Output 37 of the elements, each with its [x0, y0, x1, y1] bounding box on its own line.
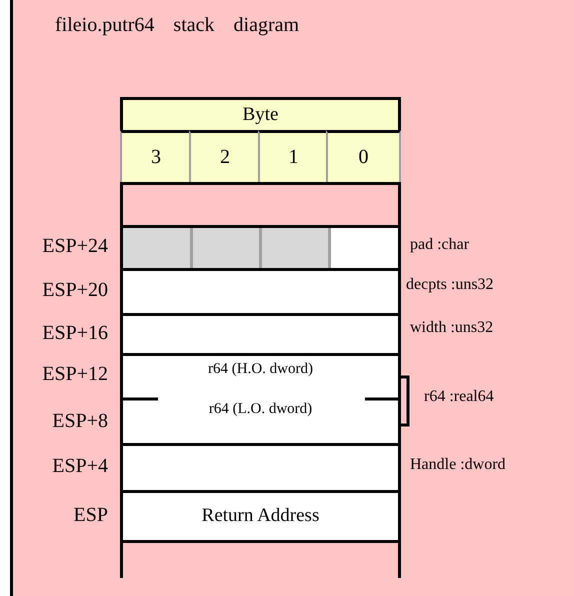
byte-number-header — [189, 130, 261, 185]
diagram-title: fileio.putr64 stack diagram — [55, 14, 300, 37]
offset-label: ESP+20 — [42, 279, 108, 302]
header-label: Byte — [242, 104, 280, 126]
parameter-label: decpts :uns32 — [406, 276, 494, 294]
byte-number: 1 — [288, 146, 300, 168]
offset-label: ESP+12 — [42, 363, 108, 386]
slot-label: r64 (H.O. dword) — [207, 361, 314, 378]
unused-byte-cell — [190, 228, 259, 268]
column-header — [120, 97, 401, 133]
stack-slot — [120, 353, 401, 446]
slot-label: Return Address — [200, 505, 320, 528]
byte-number: 2 — [219, 146, 231, 168]
stack-slot — [120, 490, 401, 543]
offset-label: ESP+24 — [42, 235, 108, 258]
slot-label: r64 (L.O. dword) — [208, 401, 314, 418]
stack-slot — [120, 225, 401, 271]
byte-number-header — [120, 130, 192, 185]
stack-slot — [120, 313, 401, 356]
parameter-label: pad :char — [410, 236, 470, 254]
parameter-label: r64 :real64 — [424, 388, 494, 406]
offset-label: ESP+16 — [42, 322, 108, 344]
byte-number-header — [326, 130, 401, 185]
offset-label: ESP — [74, 504, 108, 526]
unused-byte-cell — [123, 228, 190, 268]
parameter-label: width :uns32 — [410, 318, 494, 336]
stack-slot — [120, 182, 401, 228]
stack-slot — [120, 268, 401, 316]
offset-label: ESP+8 — [52, 410, 108, 433]
byte-number-header — [258, 130, 329, 185]
byte-number: 3 — [150, 146, 162, 168]
parameter-label: Handle :dword — [410, 456, 506, 474]
unused-byte-cell — [259, 228, 328, 268]
byte-cell — [328, 228, 398, 268]
offset-label: ESP+4 — [52, 455, 108, 478]
byte-number: 0 — [358, 146, 370, 168]
stack-slot — [120, 443, 401, 493]
